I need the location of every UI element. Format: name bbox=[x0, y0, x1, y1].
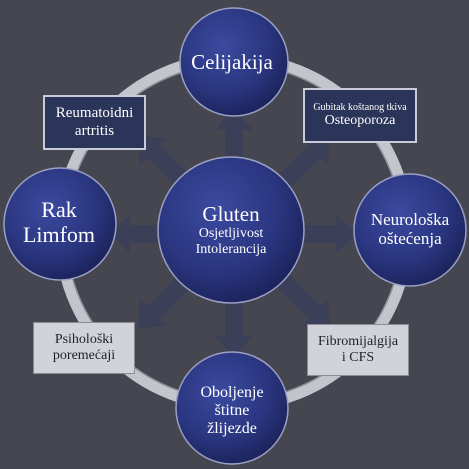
reuma-line1: Reumatoidni bbox=[55, 105, 134, 122]
circle-center bbox=[157, 156, 305, 304]
circle-rak-limfom bbox=[3, 167, 117, 281]
label-center: Gluten Osjetljivost Intolerancija bbox=[164, 178, 298, 282]
label-neuroloska: Neurološka oštećenja bbox=[354, 189, 466, 269]
box-osteoporoza: Gubitak koštanog tkiva Osteoporoza bbox=[303, 88, 417, 143]
psiho-line2: poremećaji bbox=[52, 348, 116, 363]
neuro-line1: Neurološka bbox=[370, 209, 450, 229]
fibro-line2: i CFS bbox=[341, 350, 375, 365]
center-line2: Osjetljivost bbox=[198, 226, 264, 242]
arrow-down bbox=[215, 282, 253, 358]
rak-text: Rak bbox=[41, 197, 77, 223]
circle-celijakija bbox=[179, 7, 289, 117]
fibro-line1: Fibromijalgija bbox=[317, 333, 399, 349]
arrow-left bbox=[110, 215, 164, 253]
label-rak-limfom: Rak Limfom bbox=[6, 181, 112, 265]
psiho-line1: Psihološki bbox=[54, 331, 114, 347]
circle-neuroloska bbox=[353, 173, 467, 287]
limfom-text: Limfom bbox=[22, 222, 96, 247]
oboljenje-line3: žlijezde bbox=[207, 419, 257, 437]
circle-oboljenje bbox=[175, 351, 289, 465]
box-reumatoidni-artritis: Reumatoidni artritis bbox=[43, 95, 146, 150]
box-fibromijalgija: Fibromijalgija i CFS bbox=[307, 324, 409, 376]
osteo-big-text: Osteoporoza bbox=[324, 113, 396, 129]
reuma-line2: artritis bbox=[74, 122, 115, 139]
oboljenje-line1: Oboljenje bbox=[200, 384, 264, 402]
center-line3: Intolerancija bbox=[195, 241, 267, 257]
center-title: Gluten bbox=[202, 201, 260, 226]
celijakija-text: Celijakija bbox=[191, 50, 273, 75]
osteo-small-text: Gubitak koštanog tkiva bbox=[313, 101, 407, 113]
label-celijakija: Celijakija bbox=[178, 32, 286, 94]
neuro-line2: oštećenja bbox=[378, 229, 442, 248]
box-psiholoski-poremecaji: Psihološki poremećaji bbox=[33, 322, 135, 374]
label-oboljenje: Oboljenje štitne žlijezde bbox=[180, 366, 284, 456]
arrow-right bbox=[300, 215, 358, 253]
arrow-up bbox=[215, 108, 253, 180]
oboljenje-line2: štitne bbox=[214, 402, 250, 420]
